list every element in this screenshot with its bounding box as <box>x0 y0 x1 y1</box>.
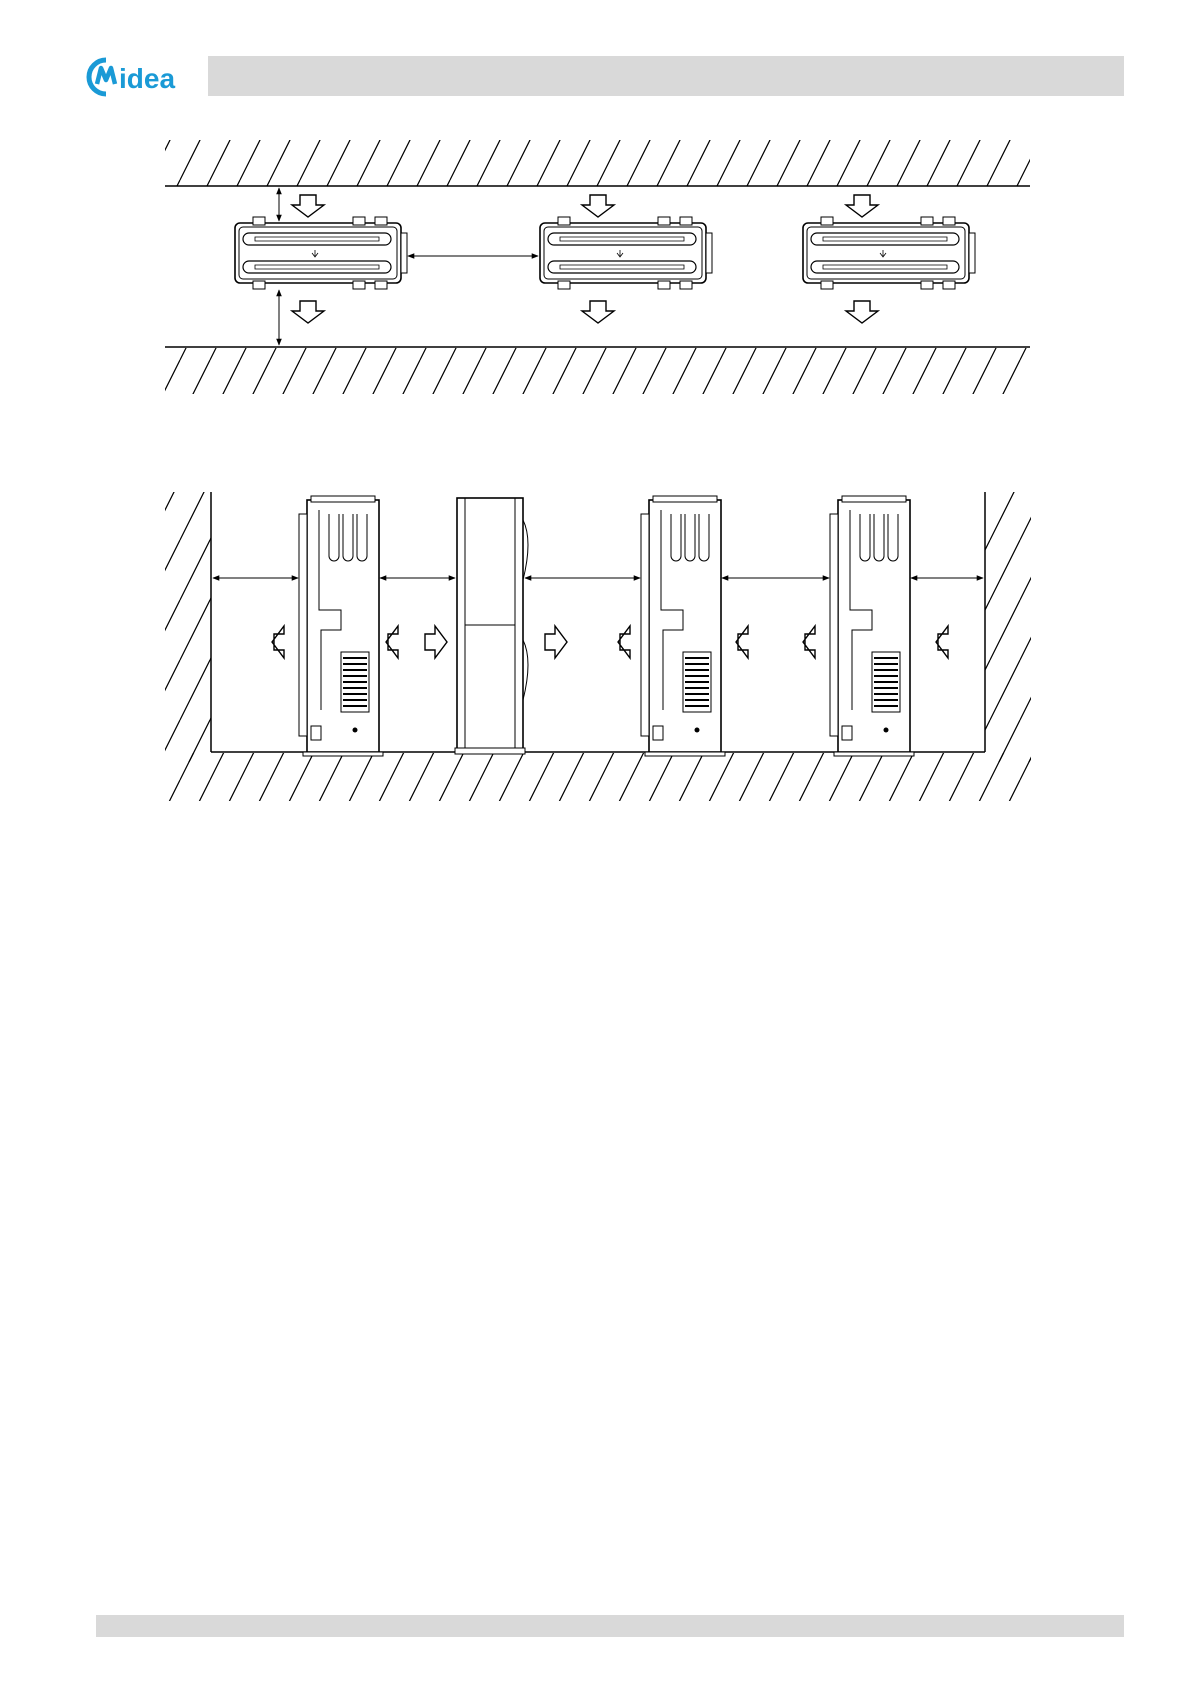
top-wall <box>165 140 1030 186</box>
top-view-diagram <box>0 130 1191 410</box>
logo-text: idea <box>119 63 175 94</box>
right-wall <box>985 492 1031 762</box>
brand-logo: idea <box>86 54 190 100</box>
floor <box>165 752 1031 801</box>
left-wall <box>165 492 211 762</box>
bottom-wall <box>165 347 1030 394</box>
header-bar <box>208 56 1124 96</box>
logo-mark: idea <box>86 54 190 100</box>
front-view-diagram <box>0 488 1191 808</box>
outdoor-unit-front-view <box>455 498 528 754</box>
footer-bar <box>96 1615 1124 1637</box>
